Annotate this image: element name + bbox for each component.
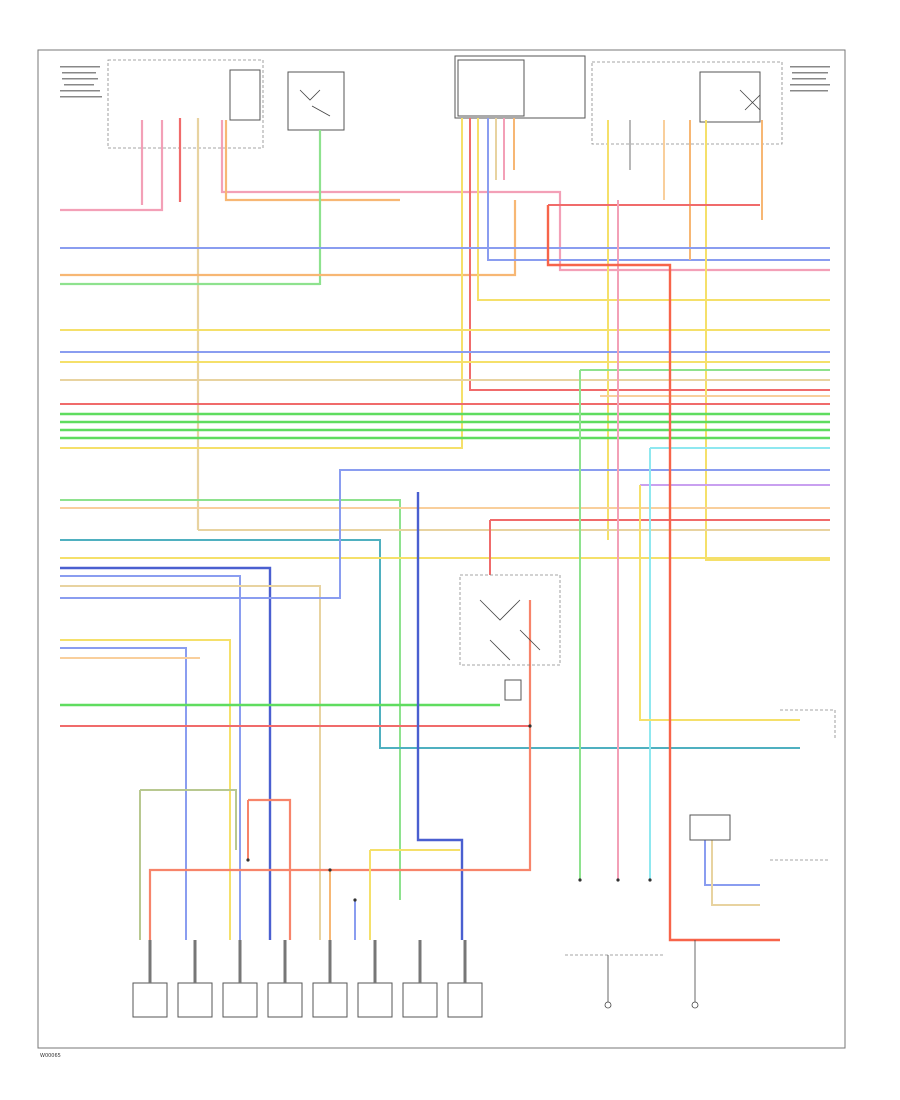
injector-stubs (148, 940, 467, 983)
wires-top-connector (60, 118, 830, 449)
center-relay (459, 574, 561, 701)
page-code: W00065 (40, 1053, 61, 1059)
diagram-frame (37, 49, 846, 1049)
top-right-component (591, 61, 783, 145)
wires-top-left (60, 118, 830, 530)
splice-points (246, 724, 652, 902)
horizontal-bus (60, 247, 830, 940)
top-right-labels (790, 66, 830, 92)
top-connector-block (454, 55, 586, 119)
top-left-labels (60, 66, 102, 98)
top-center-component (287, 71, 345, 131)
wires-top-right (548, 120, 830, 561)
top-left-component (107, 59, 264, 149)
lower-right-components (565, 709, 836, 1009)
injector-row (132, 982, 483, 1018)
lower-vertical-wires (139, 200, 800, 942)
